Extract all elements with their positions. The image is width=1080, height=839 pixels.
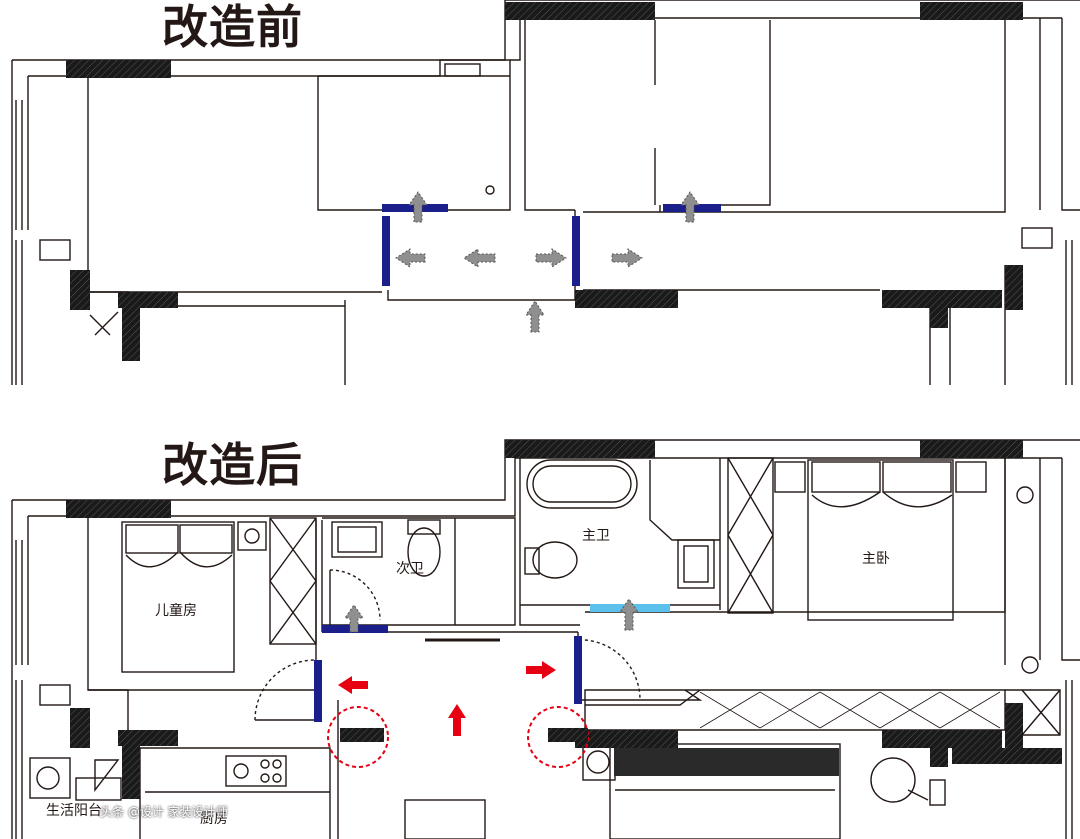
title-before-renovation: 改造前 bbox=[162, 0, 303, 54]
before-flow-arrows bbox=[395, 191, 700, 333]
after-furniture-dark bbox=[614, 748, 839, 776]
room-label-second-bath: 次卫 bbox=[396, 561, 424, 577]
after-gray-arrows bbox=[344, 598, 639, 633]
after-plan bbox=[11, 439, 1080, 839]
room-label-kitchen: 厨房 bbox=[200, 811, 228, 827]
title-after-renovation: 改造后 bbox=[162, 438, 303, 492]
before-bearing-walls bbox=[66, 2, 1023, 361]
watermark: 头条 @设计 家装设计师 bbox=[100, 805, 228, 819]
kids-bed bbox=[121, 521, 267, 673]
after-bearing-walls bbox=[66, 440, 1062, 799]
room-label-master-bath: 主卫 bbox=[582, 528, 610, 544]
room-label-service-balcony: 生活阳台 bbox=[46, 803, 102, 819]
room-label-kids-room: 儿童房 bbox=[155, 603, 197, 619]
before-plan bbox=[11, 0, 1080, 385]
room-label-master-bedroom: 主卧 bbox=[862, 551, 890, 567]
after-red-arrows bbox=[338, 661, 556, 736]
before-blue-walls bbox=[382, 204, 721, 286]
column-hatches bbox=[340, 728, 588, 742]
